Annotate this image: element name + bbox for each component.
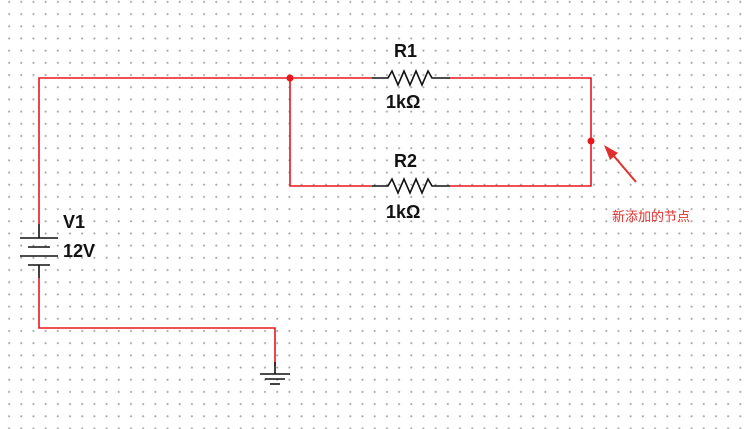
resistor-r2[interactable]: R2 1kΩ [372,151,450,222]
ground-symbol-icon[interactable] [260,362,290,385]
wire-r2-left[interactable] [289,78,372,187]
resistor-zigzag-icon [372,176,450,196]
resistor-r1[interactable]: R1 1kΩ [372,41,450,112]
r2-value-label: 1kΩ [386,202,420,222]
annotation-text: 新添加的节点 [612,209,690,225]
wire-bottom[interactable] [38,278,276,366]
annotation-arrow-icon [604,145,637,183]
wire-top-right[interactable] [450,77,592,187]
r1-value-label: 1kΩ [386,92,420,112]
junction-node-new[interactable] [587,137,595,145]
wire-top-left[interactable] [38,77,372,224]
wires [38,77,592,366]
battery-symbol-icon [20,224,58,278]
v1-value-label: 12V [63,241,95,261]
voltage-source-v1[interactable]: V1 12V [20,212,95,278]
resistor-zigzag-icon [372,68,450,88]
junction-node-left[interactable] [286,74,294,82]
r1-name-label: R1 [394,41,417,61]
r2-name-label: R2 [394,151,417,171]
v1-name-label: V1 [63,212,85,232]
